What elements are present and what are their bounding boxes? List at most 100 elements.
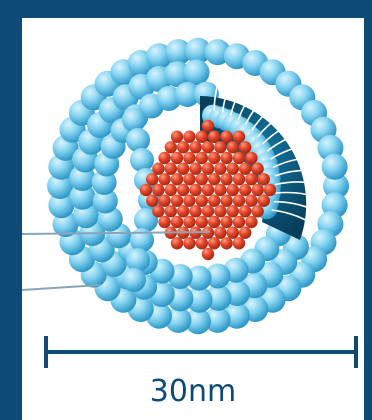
core-ball [208,216,220,228]
core-ball [196,216,208,228]
core-ball [196,131,208,143]
core-ball [171,195,183,207]
core-ball [146,173,158,185]
core-ball [146,195,158,207]
core-ball [220,195,232,207]
core-ball [251,184,263,196]
inner-shell-ball [122,108,146,132]
core-ball [239,184,251,196]
core-ball [158,195,170,207]
core-ball [245,152,257,164]
core-ball [214,141,226,153]
pointer-line-shell [22,285,100,290]
core-ball [245,216,257,228]
core-ball [239,205,251,217]
core-ball [202,163,214,175]
core-ball [171,131,183,143]
core-ball [171,152,183,164]
core-ball [227,141,239,153]
core-ball [245,195,257,207]
core-ball [152,205,164,217]
outer-shell-ball [322,154,348,180]
core-ball [220,152,232,164]
core-ball [196,195,208,207]
core-ball [208,237,220,249]
core-ball [183,173,195,185]
core-ball [220,237,232,249]
core-ball [245,173,257,185]
core-ball [165,141,177,153]
core-ball [140,184,152,196]
inner-shell-ball [126,248,150,272]
scale-bar-label: 30nm [138,372,248,412]
core-ball [233,152,245,164]
core-ball [251,163,263,175]
core-ball [227,184,239,196]
core-ball [227,227,239,239]
core-ball [258,173,270,185]
core-ball [220,131,232,143]
core-ball [239,227,251,239]
core-ball [171,173,183,185]
core-ball [239,141,251,153]
inner-shell-ball [130,228,154,252]
core-ball [152,163,164,175]
inner-shell-ball [122,268,146,292]
core-ball [189,184,201,196]
core-ball [183,131,195,143]
core-ball [165,163,177,175]
core-ball [214,163,226,175]
core-ball [183,216,195,228]
inner-shell-ball [130,148,154,172]
core-ball [233,195,245,207]
inner-shell-ball [126,128,150,152]
core-ball [227,163,239,175]
core-ball [171,216,183,228]
core-ball [220,216,232,228]
core-ball [196,237,208,249]
core-ball [214,227,226,239]
core-ball [158,152,170,164]
core-ball [208,173,220,185]
core-ball [233,216,245,228]
core-ball [214,184,226,196]
core-ball [251,205,263,217]
core-ball [177,163,189,175]
core-ball [196,173,208,185]
core-ball [233,131,245,143]
core-ball [233,237,245,249]
core-ball [258,195,270,207]
outer-shell-ball [184,59,210,85]
core-ball [165,184,177,196]
scale-bar [46,336,356,368]
core-ball [196,152,208,164]
core-ball [158,173,170,185]
core-ball [239,163,251,175]
core-ball [202,205,214,217]
core-ball [227,205,239,217]
core-ball [177,141,189,153]
core-ball [177,184,189,196]
core-ball [202,184,214,196]
core-ball [202,120,214,132]
core-ball [189,205,201,217]
core-ball [202,141,214,153]
core-ball [264,184,276,196]
core-ball [189,141,201,153]
core-ball [183,237,195,249]
core-ball [208,131,220,143]
core-ball [189,163,201,175]
core-ball [208,152,220,164]
core-ball [220,173,232,185]
core-ball [214,205,226,217]
core-ball [202,248,214,260]
core-ball [165,205,177,217]
core-ball [183,152,195,164]
core-ball [208,195,220,207]
core-ball [171,237,183,249]
core-ball [177,205,189,217]
core-ball [158,216,170,228]
core-ball [152,184,164,196]
